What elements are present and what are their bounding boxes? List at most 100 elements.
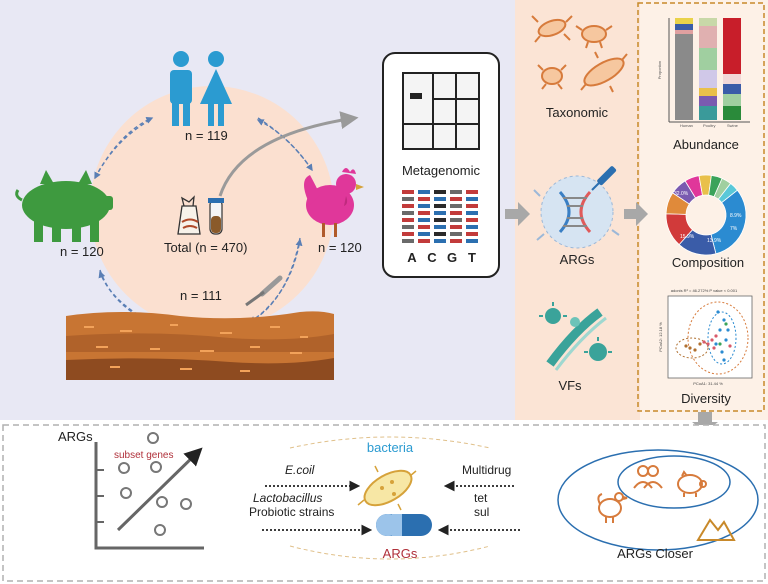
abundance-segment: [699, 48, 717, 70]
read-bar: [450, 239, 462, 243]
chicken-count: n = 120: [318, 240, 362, 255]
pcoa-point: [724, 322, 728, 326]
diversity-label: Diversity: [681, 391, 731, 406]
args-closer-diagram: ARGs Closer: [557, 449, 759, 561]
pcoa-point: [706, 342, 710, 346]
abundance-tick: Swine: [727, 123, 739, 128]
read-bar: [450, 225, 462, 229]
probiotic-label: Probiotic strains: [249, 505, 334, 519]
cycle-arrows: [94, 117, 313, 323]
vfs-label: VFs: [558, 378, 582, 393]
abundance-segment: [699, 70, 717, 88]
abundance-segment: [723, 18, 741, 74]
read-bar: [466, 197, 478, 201]
pcoa-point: [722, 318, 726, 322]
read-bar: [450, 218, 462, 222]
pcoa-point: [714, 342, 718, 346]
abundance-tick: Poultry: [703, 123, 715, 128]
pcoa-point: [702, 340, 706, 344]
tet-label: tet: [474, 491, 488, 505]
abundance-label: Abundance: [673, 137, 739, 152]
to-sequencer-arrow: [218, 111, 359, 197]
read-bar: [466, 204, 478, 208]
read-bar: [466, 218, 478, 222]
abundance-tick: Human: [680, 123, 693, 128]
pcoa-point: [718, 328, 722, 332]
read-bar: [402, 197, 414, 201]
humans-count: n = 119: [185, 128, 228, 143]
read-bar: [450, 204, 462, 208]
read-bar: [418, 197, 430, 201]
mountain-icon: [696, 518, 736, 541]
pcoa-point: [718, 342, 722, 346]
bacteria-title: bacteria: [367, 440, 414, 455]
abundance-segment: [699, 88, 717, 96]
donut-label: 13.9%: [707, 238, 722, 244]
base-label: A: [407, 250, 417, 265]
abundance-segment: [699, 96, 717, 106]
donut-slice: [717, 182, 738, 204]
read-bar: [402, 225, 414, 229]
read-bar: [466, 211, 478, 215]
soil-icon: [66, 275, 334, 380]
abundance-segment: [699, 18, 717, 26]
block-arrow-1: [505, 202, 530, 226]
people-icon: [633, 465, 663, 489]
abundance-segment: [699, 26, 717, 48]
total-count: Total (n = 470): [164, 240, 247, 255]
pig-icon: [15, 170, 113, 242]
abundance-segment: [723, 94, 741, 106]
read-bar: [402, 204, 414, 208]
pcoa-point: [724, 338, 728, 342]
donut-label: 7%: [730, 226, 738, 232]
read-bar: [402, 232, 414, 236]
read-bar: [418, 211, 430, 215]
read-bar: [418, 232, 430, 236]
metagenomic-label: Metagenomic: [402, 163, 481, 178]
read-bar: [434, 211, 446, 215]
dna-syringe-icon: [533, 166, 620, 249]
read-bar: [434, 190, 446, 194]
ecoil-label: E.coil: [285, 463, 315, 477]
args-center-label: ARGs: [383, 546, 418, 561]
subset-genes-label: subset genes: [114, 450, 174, 461]
pcoa-point: [728, 344, 732, 348]
base-labels: A C G T: [407, 250, 476, 265]
base-label: C: [427, 250, 437, 265]
pcoa-point: [726, 328, 730, 332]
args-scatter: ARGs subset genes: [58, 429, 204, 550]
pig-count: n = 120: [60, 244, 104, 259]
abundance-segment: [675, 30, 693, 34]
args-axis-label: ARGs: [58, 429, 93, 444]
block-arrow-2: [624, 202, 648, 226]
args-closer-label: ARGs Closer: [617, 546, 694, 561]
donut-slice: [710, 189, 747, 255]
abundance-segment: [699, 106, 717, 120]
diversity-header: adonis R² = 46.272% P value < 0.001: [671, 288, 738, 293]
args-label: ARGs: [560, 252, 595, 267]
read-bar: [434, 218, 446, 222]
read-bar: [450, 197, 462, 201]
sequence-reads: [402, 190, 478, 243]
pcoa-point: [714, 334, 718, 338]
read-bar: [418, 204, 430, 208]
abundance-segment: [675, 24, 693, 30]
composition-label: Composition: [672, 255, 744, 270]
abundance-segment: [675, 18, 693, 24]
soil-count: n = 111: [180, 288, 222, 303]
base-label: G: [447, 250, 457, 265]
pcoa-y-label: PCoA2: 12.18 %: [658, 322, 663, 352]
donut-label: 32.0%: [674, 191, 689, 197]
bacterium-icon: [357, 465, 417, 511]
bacteria-section: bacteria E.coil Lactobacillus Probiotic …: [249, 436, 520, 561]
abundance-axis-label: Proportion: [657, 61, 662, 79]
read-bar: [402, 239, 414, 243]
abundance-segment: [723, 106, 741, 120]
sample-bag-icon: [177, 195, 201, 235]
lactobacillus-label: Lactobacillus: [253, 491, 322, 505]
read-bar: [450, 232, 462, 236]
chicken-small-icon: [597, 492, 628, 523]
pcoa-point: [698, 342, 702, 346]
read-bar: [434, 225, 446, 229]
read-bar: [450, 211, 462, 215]
